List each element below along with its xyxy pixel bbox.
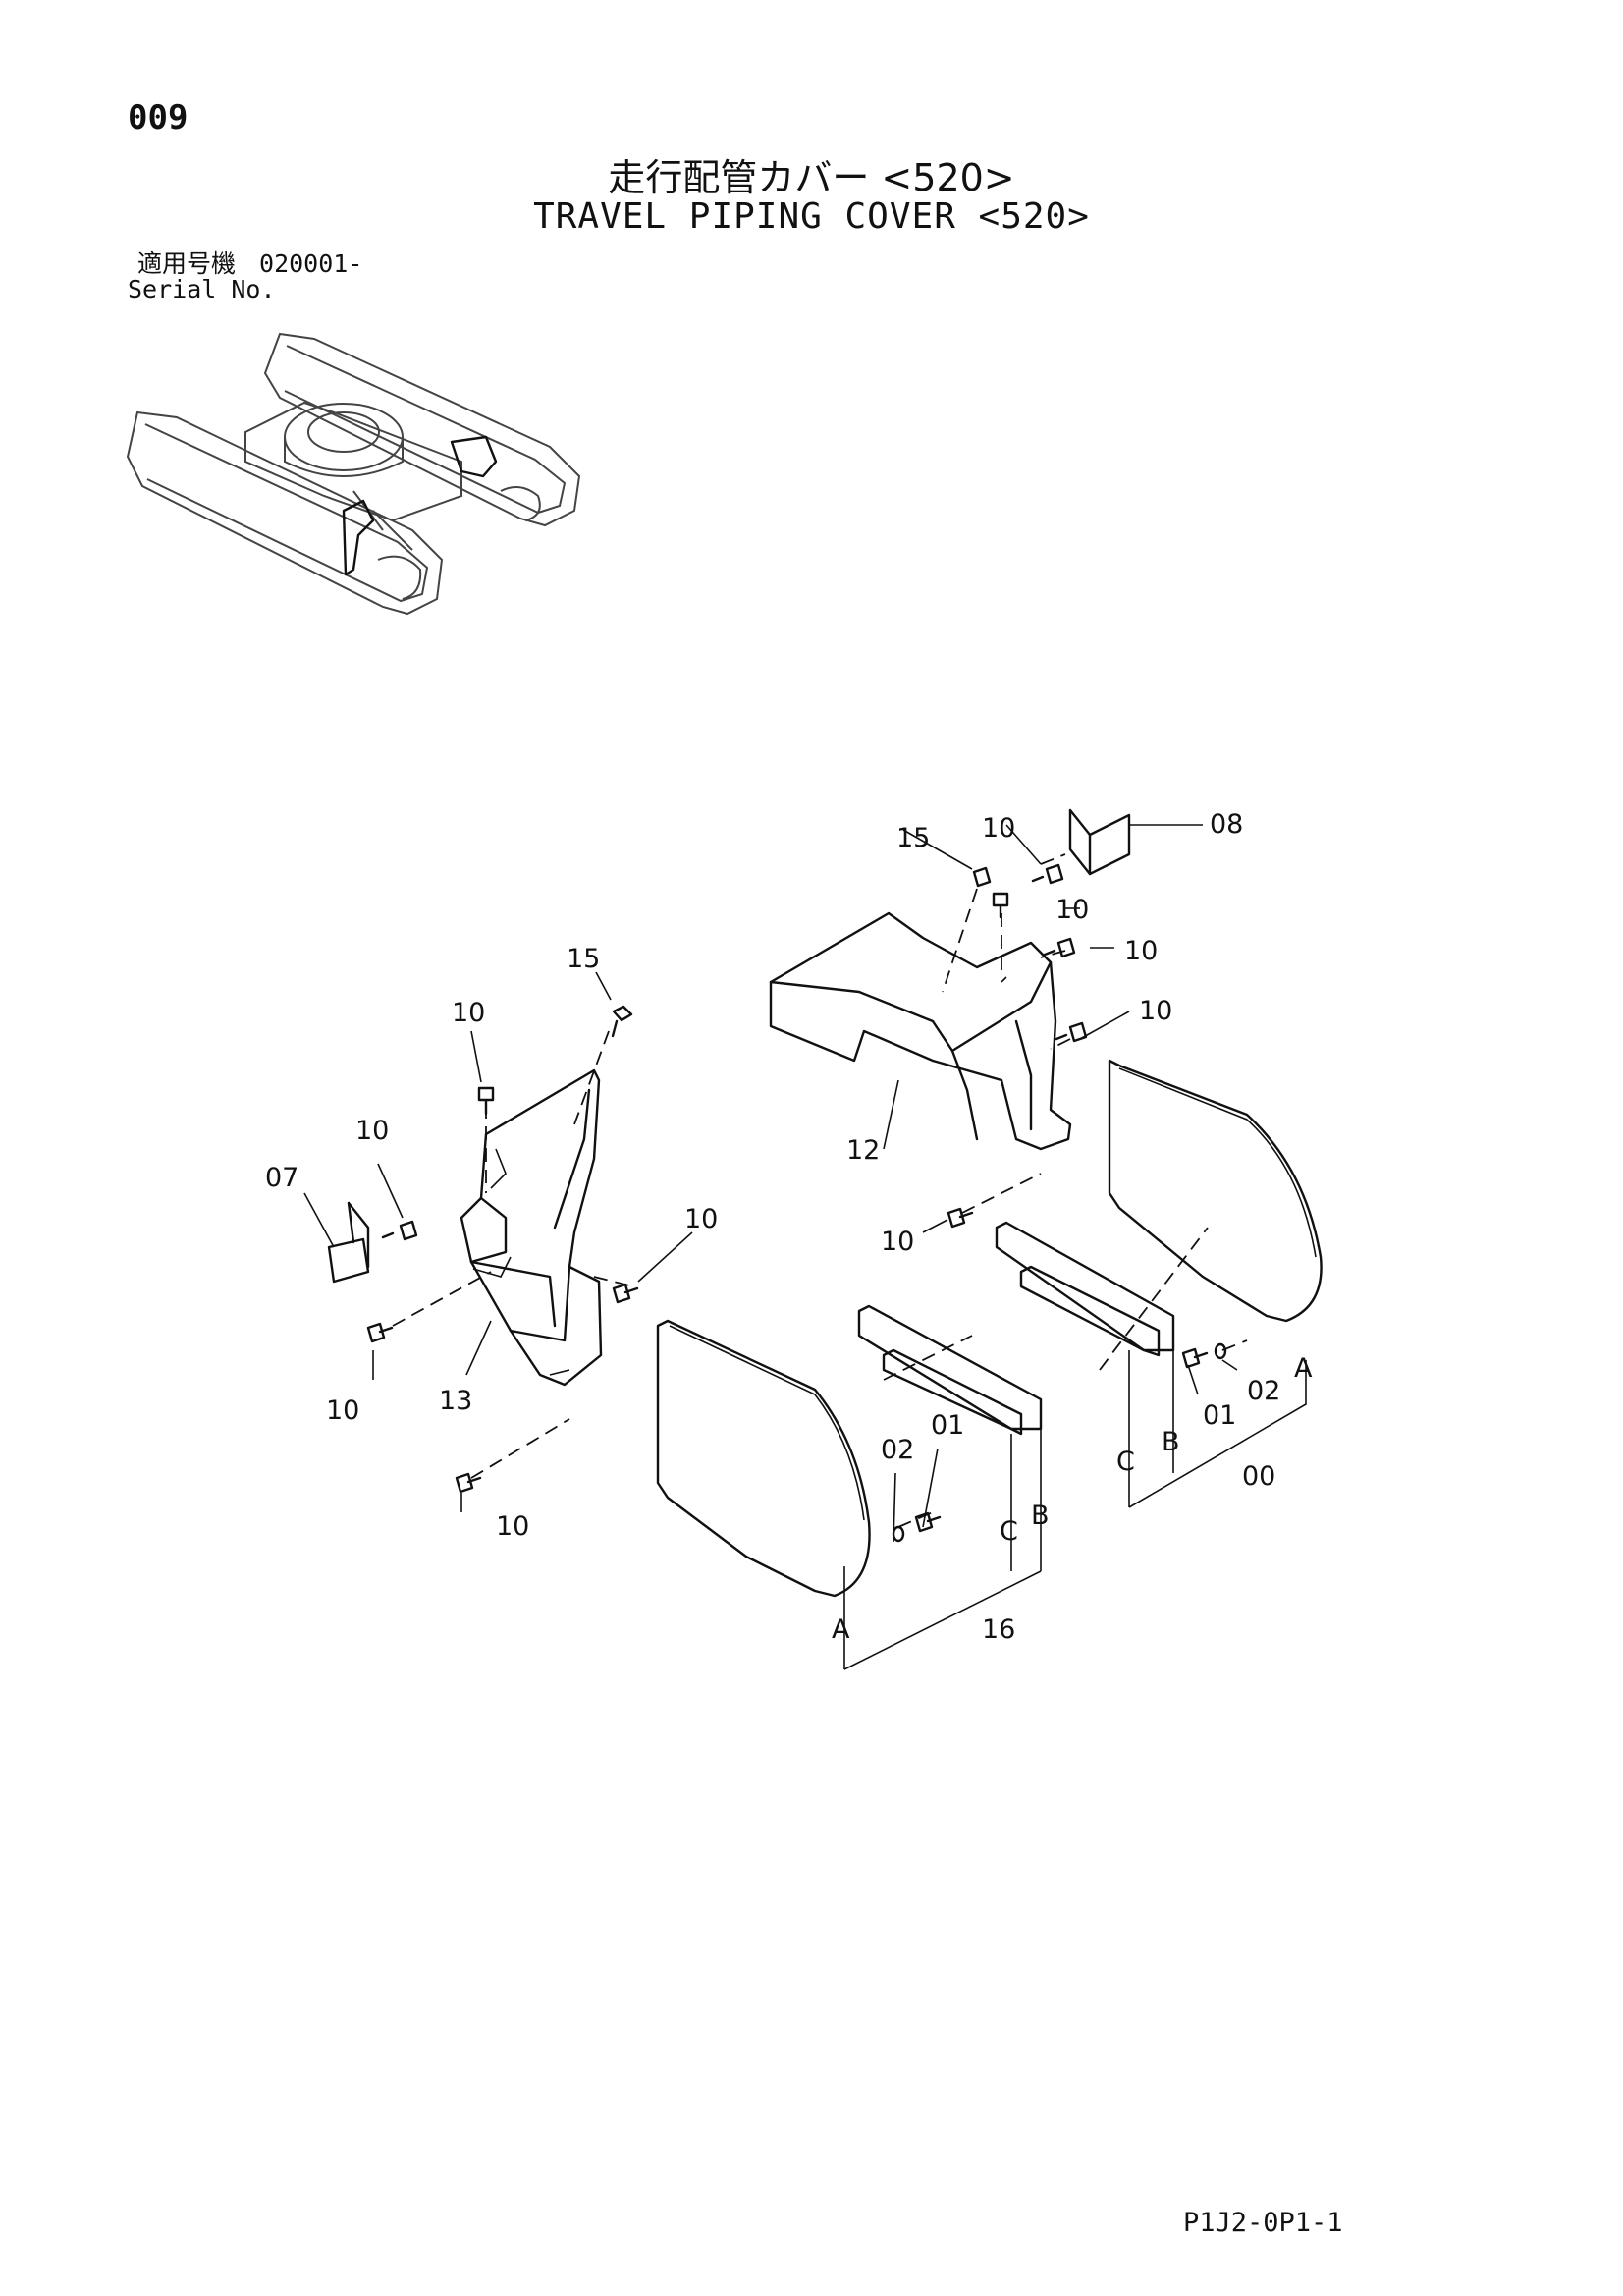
callout-10: 10 [881, 1227, 914, 1257]
footer-code: P1J2-0P1-1 [1183, 2208, 1343, 2238]
callout-labels: 15 10 10 07 10 10 13 10 15 10 08 10 10 1… [265, 809, 1313, 1645]
plate-16 [656, 1304, 1043, 1598]
callout-13: 13 [439, 1386, 472, 1416]
callout-10: 10 [982, 813, 1015, 844]
callout-10: 10 [1124, 936, 1158, 966]
undercarriage-overview [126, 332, 581, 616]
callout-letter-C: C [1000, 1516, 1018, 1547]
callout-15: 15 [567, 944, 600, 974]
cover-13 [460, 1068, 603, 1387]
bolts [366, 863, 1227, 1543]
bracket-08 [1068, 808, 1131, 876]
callout-12: 12 [846, 1135, 880, 1166]
callout-01: 01 [931, 1410, 964, 1441]
title-english: TRAVEL PIPING COVER <520> [533, 196, 1090, 237]
serial-value: 020001- [259, 249, 363, 278]
callout-10: 10 [1055, 895, 1089, 925]
serial-block: 適用号機 020001- Serial No. [128, 249, 363, 302]
page-number: 009 [128, 98, 189, 137]
callout-08: 08 [1210, 809, 1243, 840]
callout-10: 10 [452, 998, 485, 1028]
callout-16: 16 [982, 1614, 1015, 1645]
leader-lines [303, 824, 1307, 1670]
bracket-07 [327, 1201, 370, 1284]
callout-02: 02 [881, 1435, 914, 1465]
plate-00 [995, 1059, 1323, 1473]
title-japanese: 走行配管カバー <520> [608, 156, 1015, 199]
callout-letter-B: B [1031, 1501, 1050, 1531]
cover-12 [769, 911, 1072, 1151]
callout-07: 07 [265, 1163, 298, 1193]
serial-label-en: Serial No. [128, 275, 276, 303]
callout-10: 10 [684, 1204, 718, 1234]
callout-01: 01 [1203, 1400, 1236, 1431]
callout-02: 02 [1247, 1376, 1280, 1406]
callout-10: 10 [496, 1511, 529, 1542]
callout-10: 10 [355, 1116, 389, 1146]
assembly-lines [392, 853, 1248, 1528]
callout-15: 15 [896, 823, 930, 853]
callout-10: 10 [1139, 996, 1172, 1026]
callout-letter-B: B [1162, 1427, 1180, 1457]
callout-00: 00 [1242, 1461, 1275, 1492]
callout-letter-A: A [832, 1614, 850, 1645]
callout-letter-A: A [1294, 1353, 1313, 1384]
callout-10: 10 [326, 1395, 359, 1426]
serial-label-jp: 適用号機 [137, 249, 237, 278]
callout-letter-C: C [1116, 1447, 1135, 1477]
